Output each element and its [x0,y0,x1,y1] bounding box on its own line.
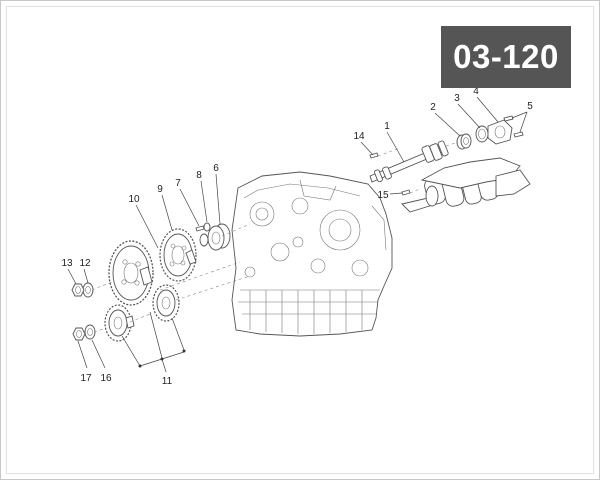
part-3-o-ring [475,125,489,143]
assembly-axis-lines [91,141,459,333]
part-10-crank-gear [108,240,154,306]
part-8-washer [199,222,211,247]
part-9-cam-gear [159,228,197,282]
part-4-cover-flange [487,119,513,145]
part-1-camshaft [369,140,449,183]
callout-7: 7 [175,178,181,189]
crankshaft [401,157,531,213]
callout-17: 17 [80,373,92,384]
page-code-badge: 03-120 [441,26,571,88]
callout-13: 13 [61,258,73,269]
callout-3: 3 [454,93,460,104]
callout-8: 8 [196,170,202,181]
callout-2: 2 [430,102,436,113]
part-17-nut [72,327,86,341]
callout-1: 1 [384,121,390,132]
part-5-bolts [503,115,524,138]
part-11-idler-gears [104,284,180,342]
callout-9: 9 [157,184,163,195]
part-2-bearing [456,133,472,150]
part-14-pin [369,152,379,159]
callout-5: 5 [527,101,533,112]
leader-lines [67,96,528,373]
callout-16: 16 [100,373,112,384]
callout-14: 14 [353,131,365,142]
part-16-washer [84,324,96,340]
callout-10: 10 [128,194,140,205]
part-6-bearing [207,223,231,251]
callout-11: 11 [162,376,173,387]
callout-labels: 1 2 3 4 5 6 7 8 9 10 11 12 13 14 15 16 1… [61,86,533,387]
callout-6: 6 [213,163,219,174]
engine-block [231,171,393,337]
callout-4: 4 [473,86,479,97]
part-7-pin [195,225,205,232]
callout-15: 15 [377,190,389,201]
part-13-nut [71,283,85,297]
part-15-key [401,189,411,196]
callout-12: 12 [79,258,91,269]
